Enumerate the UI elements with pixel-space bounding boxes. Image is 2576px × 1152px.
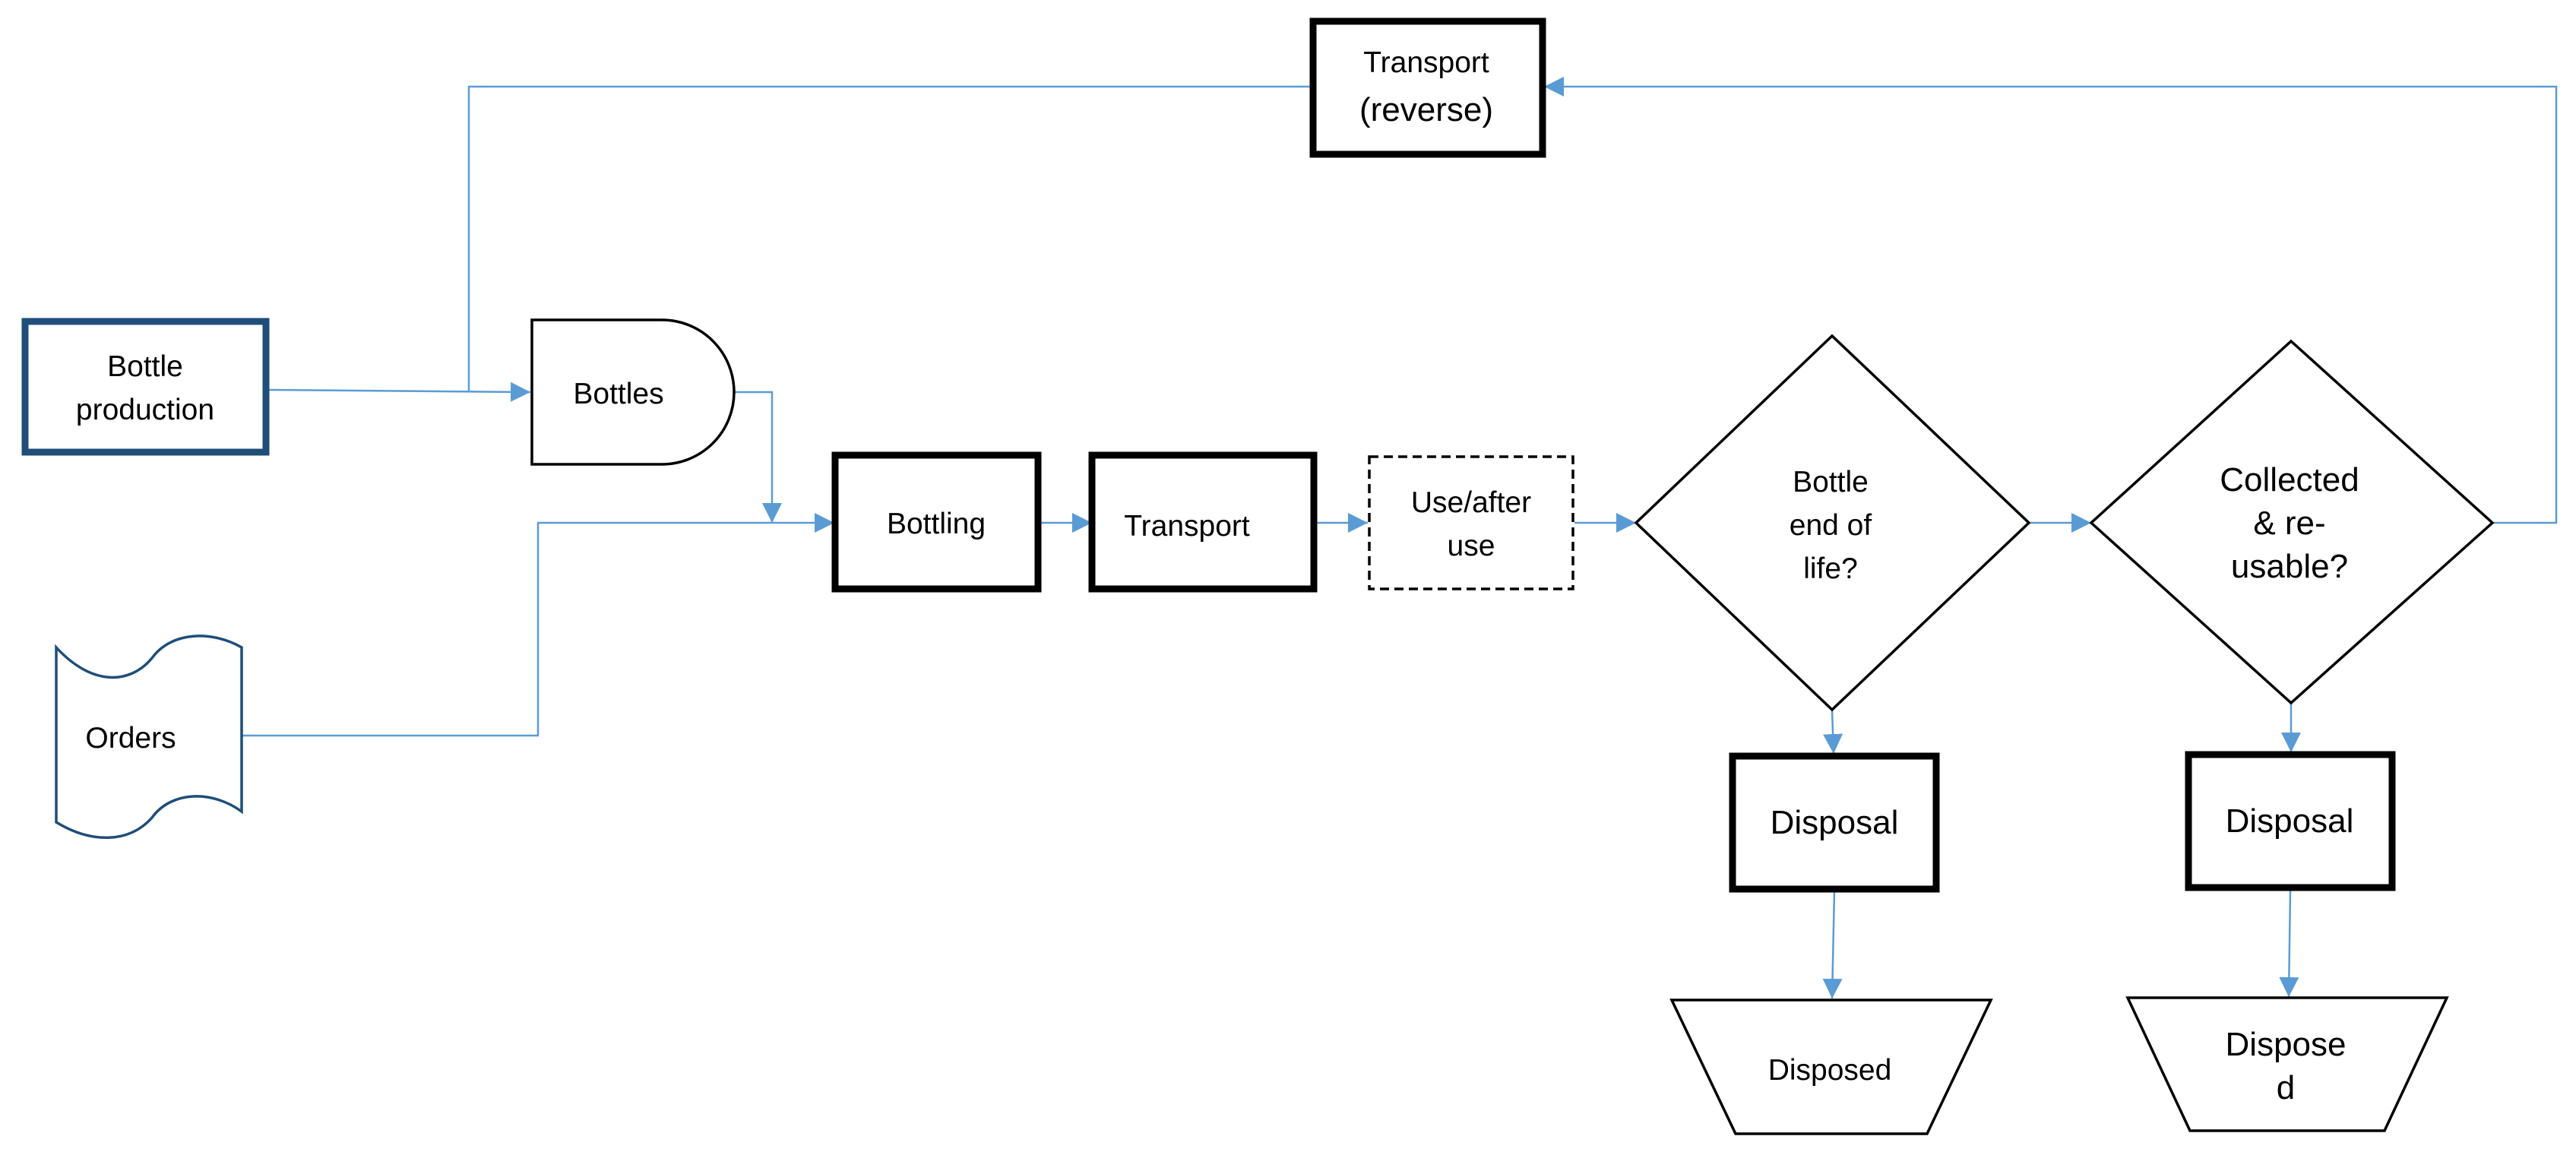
node-orders: Orders <box>55 635 243 840</box>
node-disposed-2: Dispose d <box>2125 996 2449 1132</box>
connector-end-of-life-to-disposal-1 <box>1823 710 1843 755</box>
connector-production-to-bottles <box>267 381 531 402</box>
bottle-production-line-2: production <box>76 394 214 426</box>
connector-bottles-to-bottling <box>733 391 782 523</box>
node-transport: Transport <box>1088 451 1318 593</box>
node-bottle-end-of-life: Bottle end of life? <box>1634 334 2031 712</box>
node-collected-reusable: Collected & re- usable? <box>2089 339 2495 705</box>
connectors <box>242 77 2558 999</box>
node-transport-reverse: Transport (reverse) <box>1309 17 1546 158</box>
connector-disposal-2-to-disposed-2 <box>2279 890 2299 998</box>
disposed-1-label: Disposed <box>1768 1054 1892 1087</box>
connector-orders-to-bottling <box>242 513 834 737</box>
node-bottling: Bottling <box>831 451 1042 593</box>
node-bottles: Bottles <box>530 318 736 466</box>
connector-collected-to-transport-reverse <box>1544 77 2558 524</box>
end-of-life-line-3: life? <box>1803 552 1858 585</box>
bottle-production-line-1: Bottle <box>107 350 183 383</box>
collected-line-1: Collected <box>2220 461 2359 498</box>
orders-label: Orders <box>85 722 176 755</box>
end-of-life-line-2: end of <box>1790 509 1872 542</box>
disposed-2-line-1: Dispose <box>2226 1026 2347 1063</box>
bottling-label: Bottling <box>887 508 986 540</box>
transport-label: Transport <box>1124 510 1250 543</box>
use-after-use-line-1: Use/after <box>1411 486 1531 519</box>
node-disposal-1: Disposal <box>1729 752 1940 893</box>
node-bottle-production: Bottle production <box>21 318 270 456</box>
bottles-label: Bottles <box>573 378 663 410</box>
end-of-life-line-1: Bottle <box>1793 466 1869 498</box>
disposal-1-label: Disposal <box>1771 804 1899 841</box>
connector-production-to-transport-reverse <box>467 85 1313 391</box>
collected-line-2: & re- <box>2253 505 2325 542</box>
disposal-2-label: Disposal <box>2226 802 2354 840</box>
connector-disposal-1-to-disposed-1 <box>1822 890 1843 999</box>
transport-reverse-line-1: Transport <box>1363 46 1489 79</box>
disposed-2-line-2: d <box>2277 1069 2295 1106</box>
use-after-use-line-2: use <box>1448 530 1495 562</box>
node-use-after-use: Use/after use <box>1368 455 1574 590</box>
collected-line-3: usable? <box>2231 548 2348 585</box>
node-disposal-2: Disposal <box>2185 751 2396 891</box>
node-disposed-1: Disposed <box>1669 999 1993 1135</box>
transport-reverse-line-2: (reverse) <box>1359 91 1493 128</box>
